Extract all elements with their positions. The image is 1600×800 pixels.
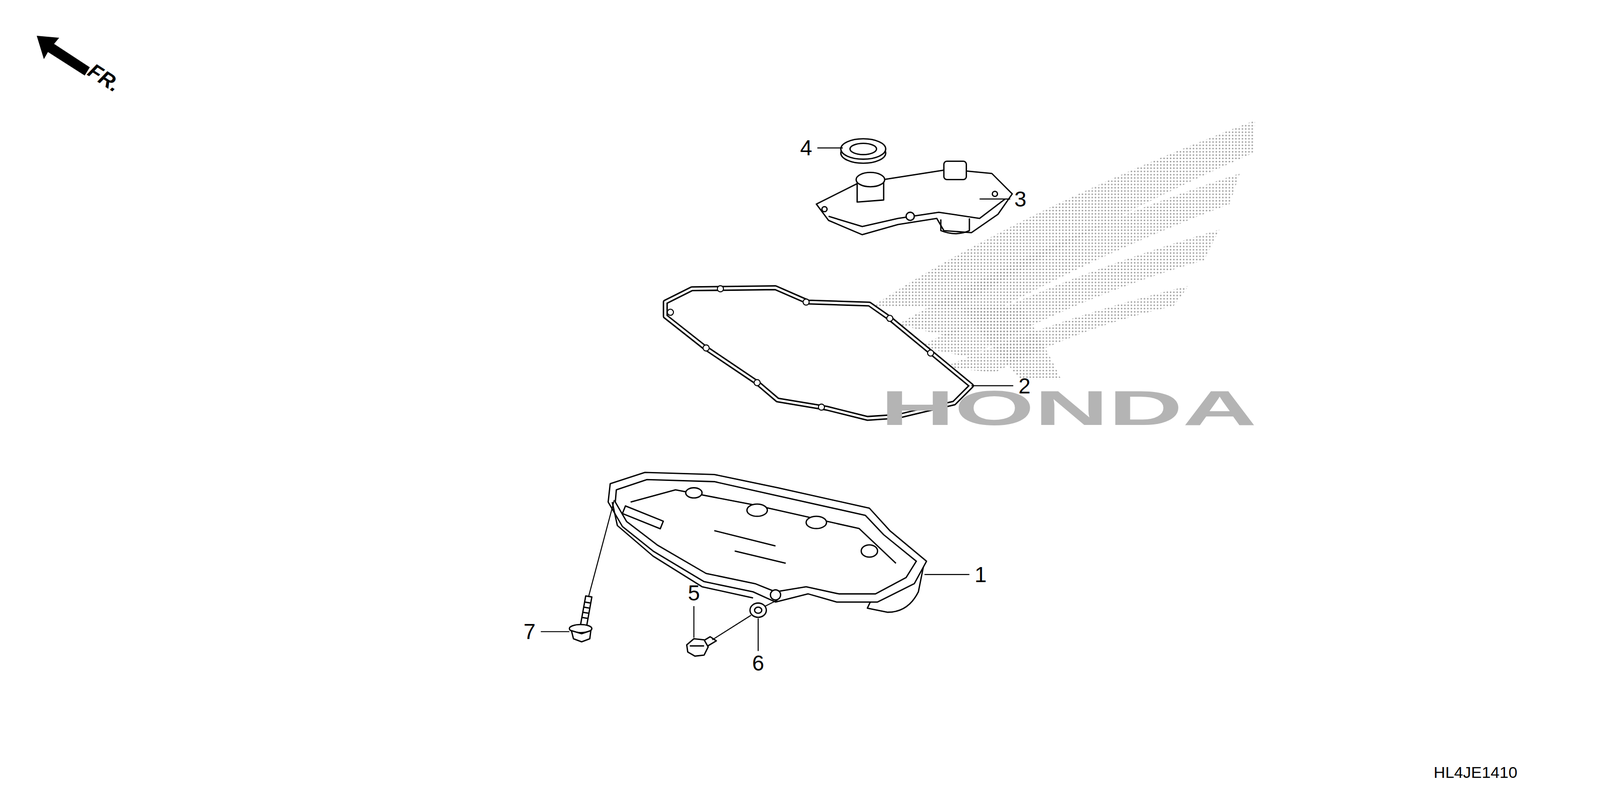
callout-number: 3 xyxy=(1014,188,1027,210)
washer xyxy=(750,603,767,618)
callout-number: 7 xyxy=(523,620,536,643)
figure-code: HL4JE1410 xyxy=(1433,764,1518,781)
flange-bolt xyxy=(569,595,592,642)
front-label: FR. xyxy=(84,59,124,96)
front-arrow xyxy=(36,35,90,76)
callout-number: 5 xyxy=(688,582,701,604)
wing-watermark xyxy=(872,120,1256,380)
callout-number: 6 xyxy=(752,652,765,674)
seal-ring xyxy=(840,138,886,164)
callout-number: 1 xyxy=(974,563,987,586)
brand-watermark: HONDA xyxy=(880,383,1257,433)
drain-bolt xyxy=(686,636,717,656)
oil-strainer xyxy=(816,161,1013,235)
callout-number: 4 xyxy=(800,136,813,159)
oil-pan xyxy=(608,472,927,613)
